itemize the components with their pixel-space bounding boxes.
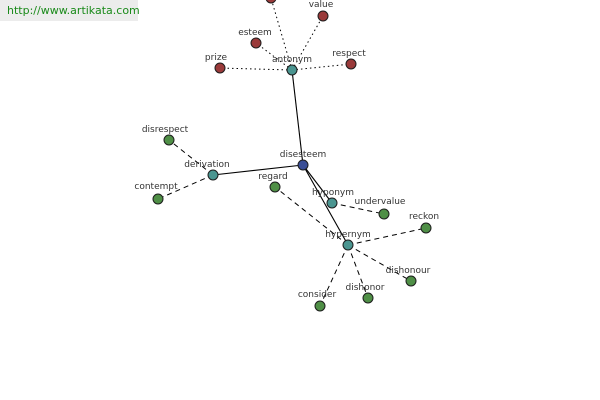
word-node-value[interactable] (317, 10, 329, 22)
word-label: value (309, 0, 334, 10)
word-node-prize[interactable] (214, 62, 226, 74)
edge-hypernym-word (274, 186, 349, 246)
word-label: dishonour (386, 266, 431, 276)
edge-antonym-word (271, 0, 293, 71)
word-node-contempt[interactable] (152, 193, 164, 205)
word-node-reckon[interactable] (420, 222, 432, 234)
word-node-unlabeled[interactable] (265, 0, 277, 4)
word-node-consider[interactable] (314, 300, 326, 312)
edge-derivation-word (157, 174, 214, 200)
edge-center-derivation (212, 164, 304, 176)
relation-node-derivation[interactable] (207, 169, 219, 181)
edge-antonym-word (291, 15, 324, 71)
edge-hypernym-word (347, 244, 412, 282)
word-node-dishonour[interactable] (405, 275, 417, 287)
relation-node-antonym[interactable] (286, 64, 298, 76)
word-label: dishonor (345, 283, 384, 293)
edge-hypernym-word (347, 244, 369, 299)
word-node-dishonor[interactable] (362, 292, 374, 304)
relation-label-antonym: antonym (272, 55, 312, 65)
edge-antonym-word (291, 63, 352, 71)
word-label: esteem (238, 28, 272, 38)
word-node-disrespect[interactable] (163, 134, 175, 146)
relation-label-derivation: derivation (184, 160, 230, 170)
word-label: prize (205, 53, 228, 63)
relation-node-hypernym[interactable] (342, 239, 354, 251)
relation-node-hyponym[interactable] (326, 197, 338, 209)
site-url-link[interactable]: http://www.artikata.com (0, 0, 140, 21)
graph-labels: esteem value respect prize antonym disrespect… (134, 0, 439, 300)
word-node-regard[interactable] (269, 181, 281, 193)
relation-label-hypernym: hypernym (325, 230, 371, 240)
word-label: contempt (134, 182, 178, 192)
relation-label-hyponym: hyponym (312, 188, 354, 198)
word-label: consider (298, 290, 337, 300)
edge-hypernym-word (319, 244, 349, 307)
word-label: regard (258, 172, 288, 182)
edge-antonym-word (219, 67, 293, 71)
word-label: reckon (409, 212, 439, 222)
edge-hypernym-word (347, 227, 427, 246)
word-label: disrespect (142, 125, 189, 135)
word-label: respect (332, 49, 366, 59)
center-node[interactable] (297, 159, 309, 171)
edge-antonym-word (255, 42, 293, 71)
word-node-undervalue[interactable] (378, 208, 390, 220)
graph-edges (157, 0, 427, 307)
word-node-esteem[interactable] (250, 37, 262, 49)
edge-derivation-word (168, 139, 214, 176)
word-label: undervalue (355, 197, 406, 207)
edge-center-antonym (291, 69, 304, 166)
center-label: disesteem (280, 150, 327, 160)
word-node-respect[interactable] (345, 58, 357, 70)
edge-center-hyponym (302, 164, 333, 204)
edge-center-hypernym (302, 164, 349, 246)
graph-nodes (152, 0, 432, 312)
